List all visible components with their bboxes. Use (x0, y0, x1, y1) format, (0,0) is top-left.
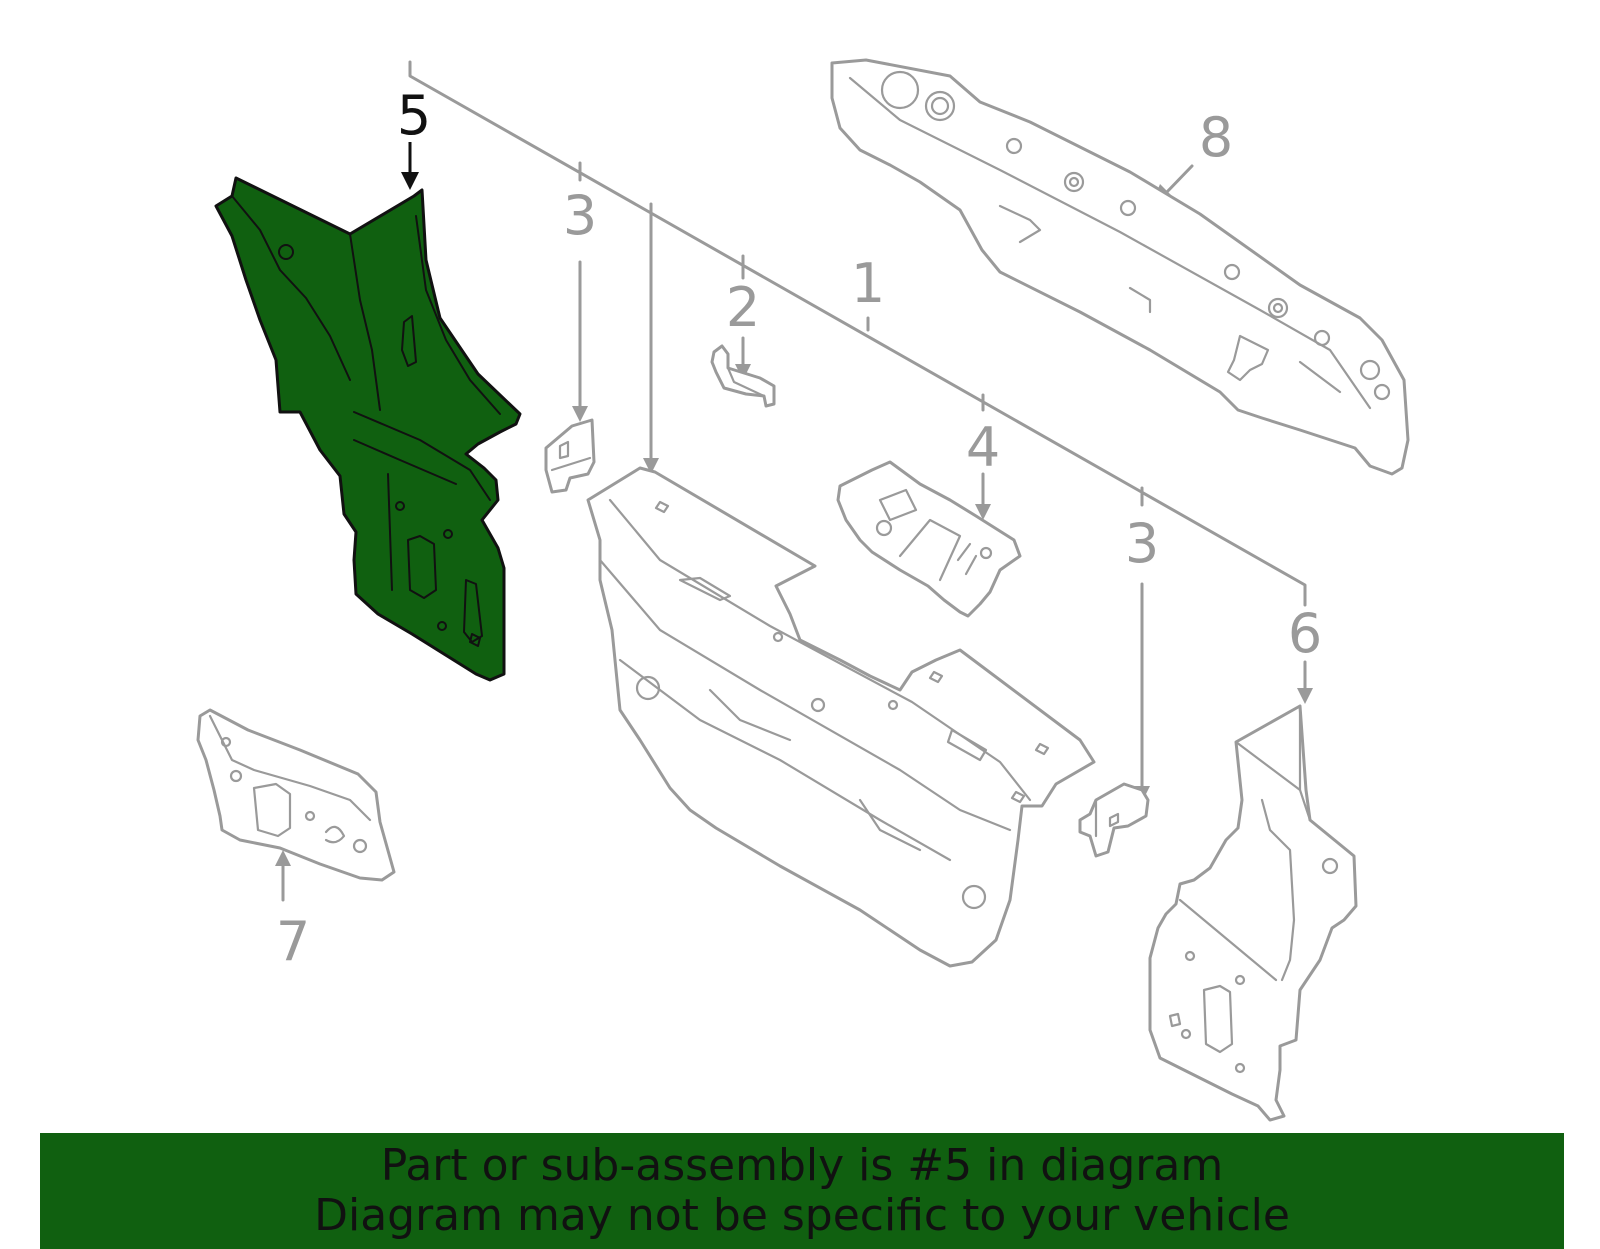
callout-4: 4 (966, 416, 1000, 479)
callout-2: 2 (726, 276, 760, 339)
callout-3b: 3 (1125, 512, 1159, 575)
part-5-fill (214, 176, 522, 682)
callout-3a: 3 (563, 184, 597, 247)
callout-7: 7 (276, 910, 310, 973)
callout-6: 6 (1288, 602, 1322, 665)
arrow-5 (401, 142, 419, 190)
assembly-leader-lines (281, 60, 1307, 902)
callout-8: 8 (1199, 106, 1233, 169)
part-7-plate (196, 708, 396, 882)
banner-line-2: Diagram may not be specific to your vehi… (314, 1190, 1290, 1241)
arrow-head-7 (275, 850, 291, 866)
arrow-head-1 (643, 458, 659, 474)
part-2-clip (710, 344, 776, 408)
part-6-side-panel (1148, 704, 1358, 1122)
part-8-upper-rail (830, 58, 1410, 476)
arrow-head-4 (975, 504, 991, 520)
callout-1: 1 (851, 252, 885, 315)
part-3b-bracket (1078, 782, 1150, 858)
info-banner: Part or sub-assembly is #5 in diagram Di… (40, 1133, 1564, 1249)
part-5-highlighted-panel (214, 176, 522, 682)
callout-labels: 5 3 2 1 4 3 6 7 8 (276, 84, 1322, 973)
banner-line-1: Part or sub-assembly is #5 in diagram (380, 1140, 1224, 1191)
arrow-head-6 (1297, 688, 1313, 704)
arrow-head-3a (572, 406, 588, 422)
callout-5: 5 (397, 84, 431, 147)
part-3a-bracket (544, 418, 596, 494)
part-4-reinforcement (836, 460, 1022, 618)
arrow-head-5 (401, 172, 419, 190)
part-1-dash-panel (586, 466, 1096, 968)
